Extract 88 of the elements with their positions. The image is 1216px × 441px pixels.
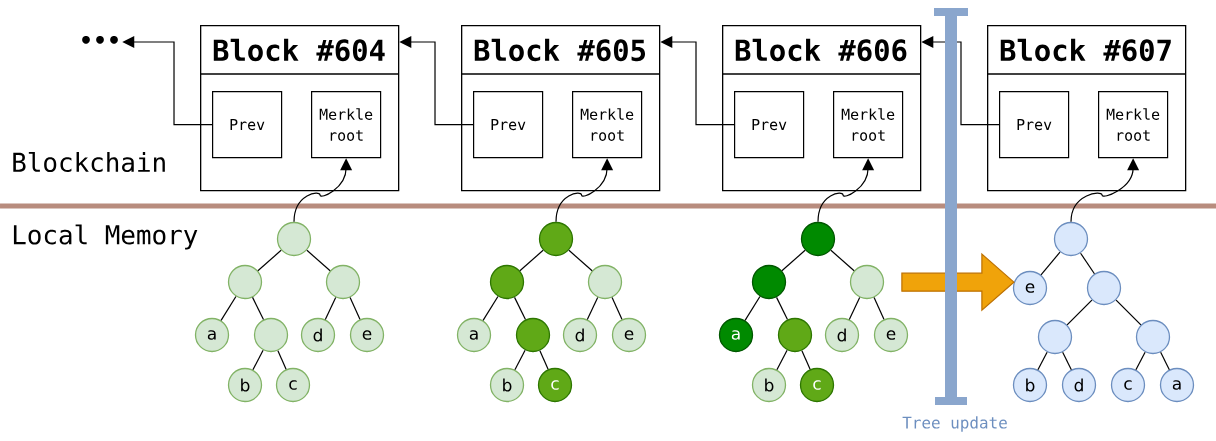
tree-node: a <box>1159 367 1195 403</box>
arrow <box>122 36 213 126</box>
tree-node: d <box>300 317 336 353</box>
field-box: Prev <box>212 91 283 159</box>
tree-node <box>253 317 289 353</box>
tree-node <box>515 317 551 353</box>
tree-line <box>251 296 265 321</box>
tree-node: e <box>1012 270 1048 306</box>
tree-line <box>611 297 623 320</box>
tree-node: a <box>194 317 230 353</box>
tree-line <box>252 349 264 371</box>
tree-node: e <box>611 317 647 353</box>
section-label: Blockchain <box>13 151 165 173</box>
arrow <box>293 158 353 223</box>
field-box: Merkle root <box>1098 91 1169 159</box>
field-box: Prev <box>999 91 1070 159</box>
tree-line <box>775 296 789 321</box>
field-box: Prev <box>473 91 544 159</box>
tree-node <box>325 264 361 300</box>
tree-node <box>1037 319 1073 355</box>
section-label: Local Memory <box>13 224 198 250</box>
tree-node: b <box>751 367 787 403</box>
tree-node: c <box>537 367 573 403</box>
tree-line <box>539 350 549 370</box>
tree-line <box>257 249 282 272</box>
arrow <box>399 36 474 126</box>
update-label: Tree update <box>902 416 1007 432</box>
tree-line <box>776 349 788 371</box>
tree-line <box>513 296 527 321</box>
tree-line <box>830 249 855 272</box>
tree-node: c <box>799 367 835 403</box>
tree-node: b <box>227 367 263 403</box>
tree-node: a <box>456 317 492 353</box>
tree-line <box>801 350 811 370</box>
tree-node <box>849 264 885 300</box>
tree-node <box>489 264 525 300</box>
tree-line <box>1115 299 1142 326</box>
tree-node <box>800 221 836 257</box>
tree-node <box>587 264 623 300</box>
tree-node: d <box>562 317 598 353</box>
tree-line <box>586 296 599 321</box>
tree-node: e <box>349 317 385 353</box>
tree-line <box>324 296 337 321</box>
tree-node <box>276 221 312 257</box>
tree-line <box>873 297 885 320</box>
tree-line <box>306 249 331 272</box>
tree-node <box>751 264 787 300</box>
arrow <box>660 36 735 126</box>
tree-node: d <box>1061 367 1097 403</box>
ellipsis: ••• <box>82 36 118 44</box>
tree-line <box>349 297 361 320</box>
tree-node <box>1053 221 1089 257</box>
arrow <box>1070 158 1140 223</box>
tree-node <box>777 317 813 353</box>
field-box: Merkle root <box>833 91 904 159</box>
tree-line <box>1160 351 1170 371</box>
tree-line <box>220 295 237 322</box>
field-box: Merkle root <box>572 91 643 159</box>
tree-line <box>1066 299 1093 326</box>
tree-node: b <box>489 367 525 403</box>
arrow <box>921 36 1000 126</box>
tree-node <box>227 264 263 300</box>
tree-node <box>1086 270 1122 306</box>
tree-node: c <box>1110 367 1146 403</box>
tree-node: e <box>873 317 909 353</box>
tree-node <box>1135 319 1171 355</box>
field-box: Merkle root <box>311 91 382 159</box>
tree-line <box>568 249 593 272</box>
tree-line <box>1135 351 1146 371</box>
tree-node: c <box>275 367 311 403</box>
tree-line <box>744 295 761 322</box>
tree-line <box>514 349 526 371</box>
tree-node: a <box>718 317 754 353</box>
tree-line <box>1080 252 1095 275</box>
field-box: Prev <box>734 91 805 159</box>
tree-node: b <box>1012 367 1048 403</box>
tree-line <box>1040 251 1061 276</box>
tree-line <box>1037 351 1048 371</box>
tree-line <box>848 296 861 321</box>
tree-node: d <box>824 317 860 353</box>
tree-node <box>538 221 574 257</box>
tree-line <box>519 249 544 272</box>
tree-line <box>781 249 806 272</box>
tree-line <box>482 295 499 322</box>
tree-line <box>277 350 287 370</box>
arrow <box>555 158 614 223</box>
arrow <box>817 158 875 223</box>
tree-line <box>1062 351 1072 371</box>
